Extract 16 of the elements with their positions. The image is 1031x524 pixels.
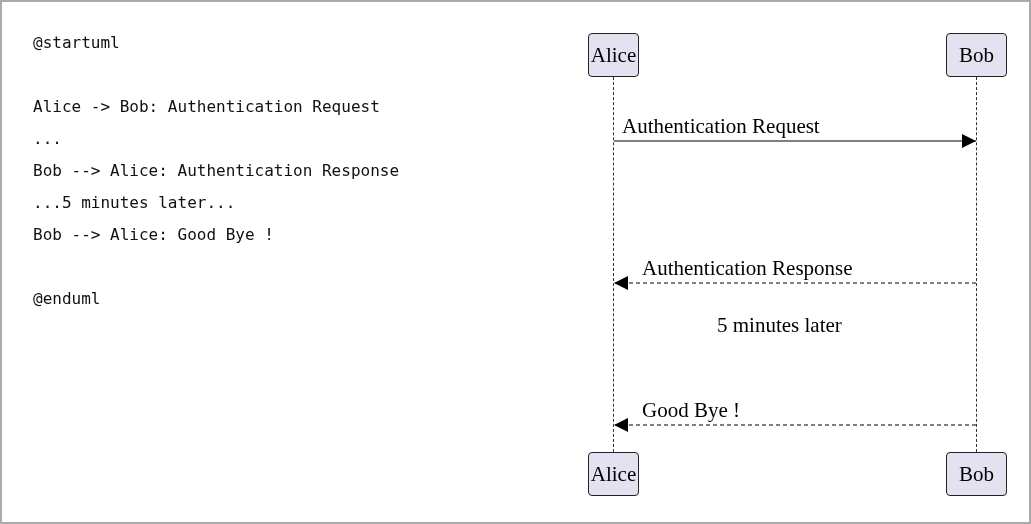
participant-box: Bob — [946, 33, 1007, 77]
code-line: @startuml — [33, 32, 120, 54]
message-arrow — [613, 134, 977, 148]
message-arrow — [613, 418, 977, 432]
participant-box: Bob — [946, 452, 1007, 496]
code-line: Bob --> Alice: Authentication Response — [33, 160, 400, 182]
code-line: Bob --> Alice: Good Bye ! — [33, 224, 274, 246]
message-arrow — [613, 276, 977, 290]
code-line: Alice -> Bob: Authentication Request — [33, 96, 380, 118]
lifeline — [976, 77, 977, 452]
lifeline — [613, 77, 614, 452]
code-line: ... — [33, 128, 62, 150]
code-line: ...5 minutes later... — [33, 192, 236, 214]
participant-box: Alice — [588, 33, 639, 77]
code-line: @enduml — [33, 288, 101, 310]
participant-box: Alice — [588, 452, 639, 496]
